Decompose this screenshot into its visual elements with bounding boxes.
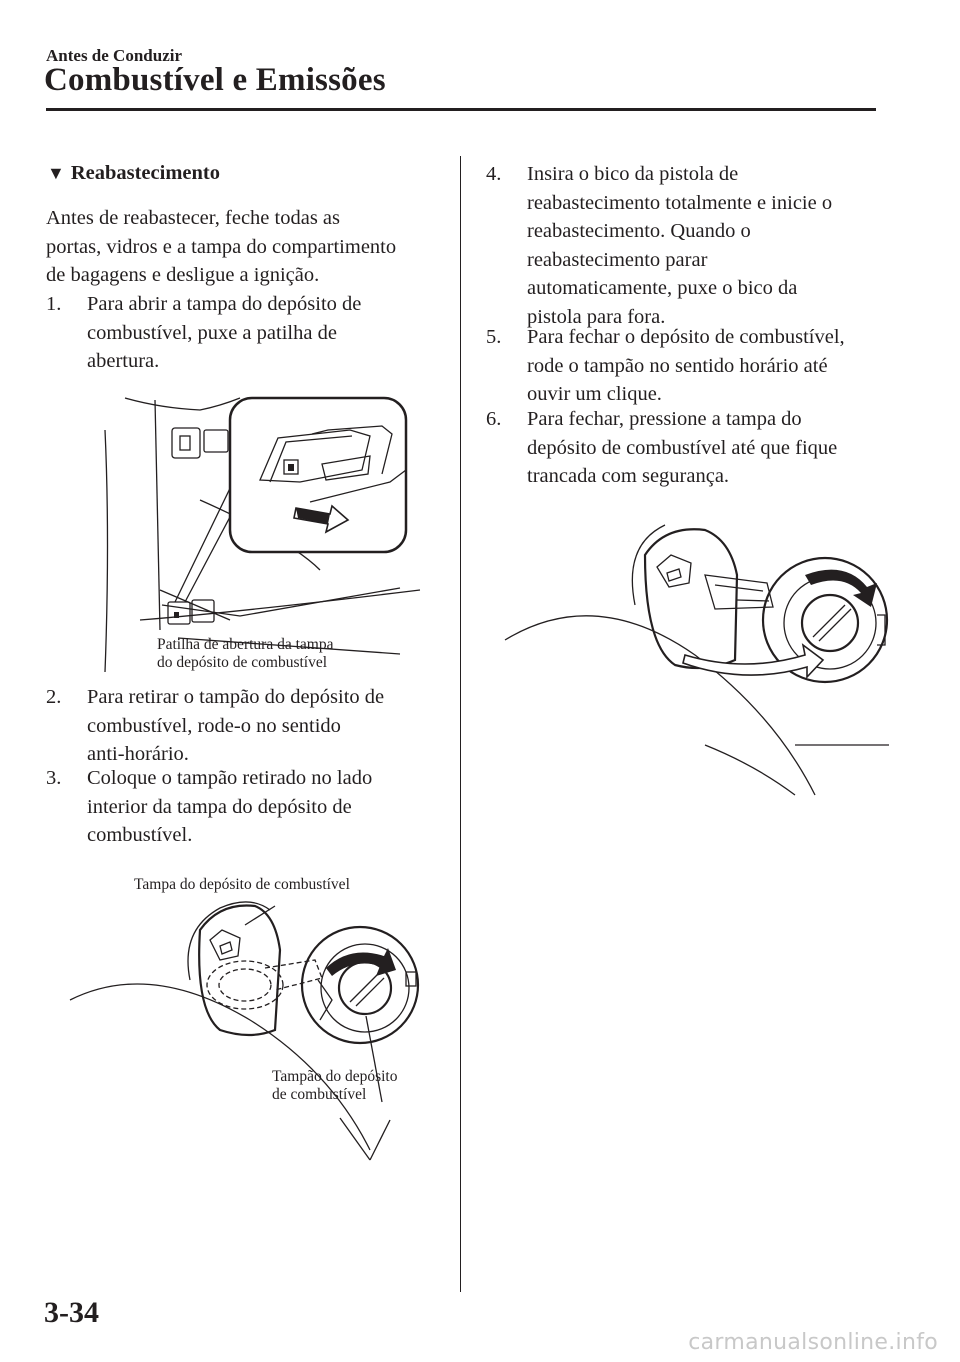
caption-line: de combustível	[272, 1086, 367, 1103]
header-rule	[46, 108, 876, 111]
figure1-caption: Patilha de abertura da tampa do depósito…	[157, 636, 333, 672]
step-line: Coloque o tampão retirado no lado	[87, 767, 373, 789]
step-line: rode o tampão no sentido horário até	[527, 354, 828, 377]
step-line: abertura.	[87, 350, 160, 372]
step-5: 5. Para fechar o depósito de combustível…	[486, 323, 866, 413]
step-line: reabastecimento parar	[527, 248, 708, 271]
step-line: Para abrir a tampa do depósito de	[87, 293, 362, 315]
step-2: 2. Para retirar o tampão do depósito de …	[46, 683, 426, 773]
triangle-bullet-icon: ▼	[47, 163, 65, 183]
caption-line: do depósito de combustível	[157, 654, 328, 671]
step-text: Insira o bico da pistola de reabastecime…	[527, 160, 887, 331]
page-number: 3-34	[44, 1296, 99, 1329]
caption-line: Tampão do depósito	[272, 1068, 398, 1085]
step-line: combustível, rode-o no sentido	[87, 714, 341, 737]
step-6: 6. Para fechar, pressione a tampa do dep…	[486, 405, 866, 495]
section-heading: ▼Reabastecimento	[47, 162, 220, 185]
step-line: depósito de combustível até que fique	[527, 436, 838, 459]
fuel-cap-removal-illustration	[69, 901, 420, 1161]
watermark: carmanualsonline.info	[688, 1330, 938, 1355]
fuel-cap-closing-illustration	[504, 524, 889, 796]
step-number: 1.	[46, 293, 62, 315]
step-number: 4.	[486, 163, 502, 185]
step-text: Para abrir a tampa do depósito de combus…	[87, 290, 447, 376]
step-line: Insira o bico da pistola de	[527, 163, 739, 185]
step-line: combustível, puxe a patilha de	[87, 321, 337, 344]
step-line: pistola para fora.	[527, 305, 666, 328]
intro-paragraph: Antes de reabastecer, feche todas as por…	[46, 204, 416, 290]
step-line: Para fechar, pressione a tampa do	[527, 408, 802, 430]
intro-line: de bagagens e desligue a ignição.	[46, 264, 320, 286]
step-line: Para fechar o depósito de combustível,	[527, 326, 845, 348]
step-line: ouvir um clique.	[527, 383, 662, 405]
step-number: 5.	[486, 326, 502, 348]
intro-line: Antes de reabastecer, feche todas as	[46, 207, 340, 229]
step-number: 2.	[46, 686, 62, 708]
step-text: Para fechar o depósito de combustível, r…	[527, 323, 887, 409]
caption-line: Patilha de abertura da tampa	[157, 636, 334, 653]
figure2-caption-lid: Tampa do depósito de combustível	[134, 876, 350, 893]
step-line: Para retirar o tampão do depósito de	[87, 686, 385, 708]
step-4: 4. Insira o bico da pistola de reabastec…	[486, 160, 866, 335]
step-number: 6.	[486, 408, 502, 430]
step-number: 3.	[46, 767, 62, 789]
intro-line: portas, vidros e a tampa do compartiment…	[46, 235, 397, 258]
step-3: 3. Coloque o tampão retirado no lado int…	[46, 764, 426, 854]
step-line: trancada com segurança.	[527, 465, 730, 487]
figure2-caption-cap: Tampão do depósito de combustível	[272, 1068, 397, 1104]
step-line: anti-horário.	[87, 743, 189, 765]
step-text: Coloque o tampão retirado no lado interi…	[87, 764, 447, 850]
step-1: 1. Para abrir a tampa do depósito de com…	[46, 290, 426, 380]
step-line: reabastecimento. Quando o	[527, 220, 751, 242]
step-line: interior da tampa do depósito de	[87, 795, 352, 818]
section-title: Antes de Conduzir	[46, 46, 183, 65]
chapter-title: Combustível e Emissões	[44, 62, 386, 98]
step-text: Para fechar, pressione a tampa do depósi…	[527, 405, 887, 491]
step-line: combustível.	[87, 824, 193, 846]
heading-text: Reabastecimento	[70, 162, 220, 184]
fuel-lid-opener-illustration	[104, 396, 421, 673]
step-line: automaticamente, puxe o bico da	[527, 277, 798, 299]
column-divider	[460, 156, 461, 1292]
step-text: Para retirar o tampão do depósito de com…	[87, 683, 447, 769]
step-line: reabastecimento totalmente e inicie o	[527, 191, 833, 214]
